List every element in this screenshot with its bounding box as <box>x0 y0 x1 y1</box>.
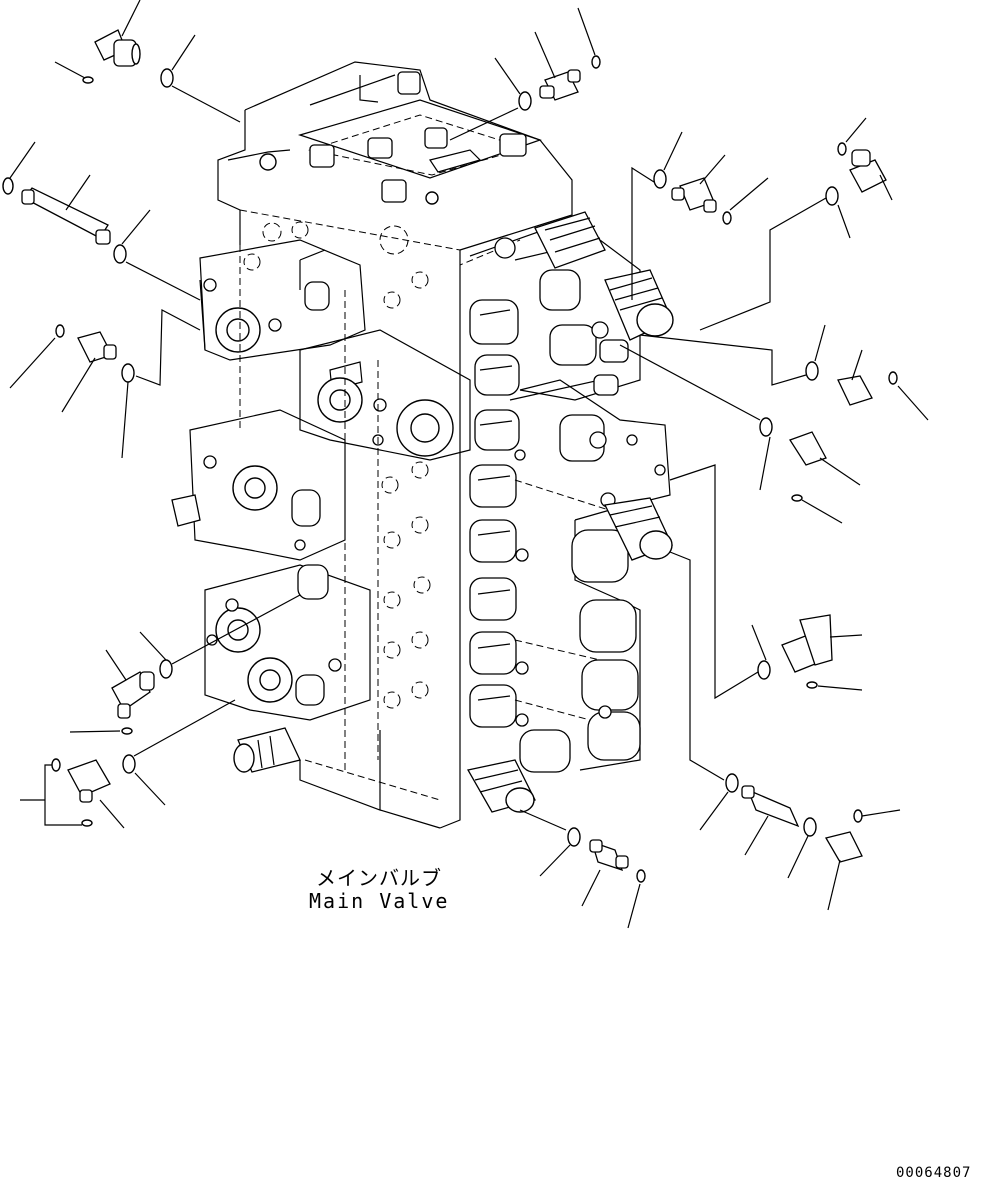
spool-plug-lower <box>604 497 673 561</box>
main-valve-body <box>171 61 674 829</box>
main-valve-label-en: Main Valve <box>309 889 450 913</box>
bottom-plugs <box>233 727 536 813</box>
fittings <box>2 0 929 929</box>
main-valve-label-jp: メインバルブ <box>316 866 442 890</box>
document-number: 00064807 <box>896 1165 972 1181</box>
spool-plug-upper <box>534 211 674 396</box>
